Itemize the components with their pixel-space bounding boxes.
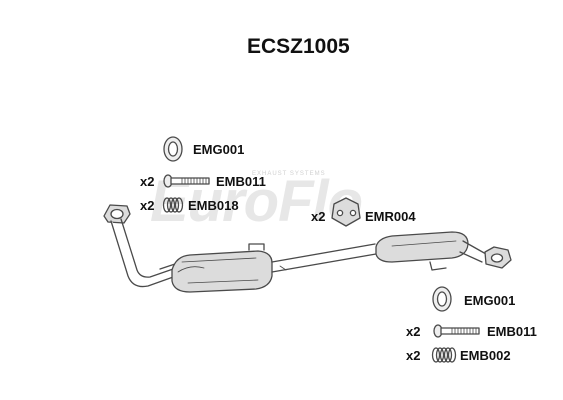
part-qty-emr004: x2: [311, 209, 326, 224]
part-code-emb011-top: EMB011: [216, 174, 266, 189]
rubber-mount-icon: [331, 197, 361, 227]
bolt-icon: [163, 174, 210, 188]
part-code-emg001-bottom: EMG001: [464, 293, 516, 308]
rear-silencer-icon: [375, 231, 469, 263]
gasket-icon: [432, 286, 452, 312]
part-qty-emb011-bottom: x2: [406, 324, 421, 339]
catalytic-converter-icon: [171, 250, 273, 293]
bolt-icon: [433, 324, 480, 338]
part-qty-emb002: x2: [406, 348, 421, 363]
part-code-emr004: EMR004: [365, 209, 416, 224]
front-flange-icon: [103, 204, 131, 224]
part-code-emb011-bottom: EMB011: [487, 324, 537, 339]
gasket-icon: [163, 136, 183, 162]
tailpipe-icon: [459, 240, 487, 263]
rear-flange-icon: [484, 246, 512, 269]
spring-icon: [162, 197, 184, 213]
part-code-emb002: EMB002: [460, 348, 511, 363]
intermediate-pipe-icon: [271, 243, 377, 273]
watermark-tagline: EXHAUST SYSTEMS: [252, 171, 326, 177]
spring-icon: [431, 347, 457, 363]
diagram-title: ECSZ1005: [247, 35, 350, 58]
part-qty-emb011-top: x2: [140, 174, 155, 189]
part-qty-emb018: x2: [140, 198, 155, 213]
part-code-emg001-top: EMG001: [193, 142, 245, 157]
part-code-emb018: EMB018: [188, 198, 239, 213]
